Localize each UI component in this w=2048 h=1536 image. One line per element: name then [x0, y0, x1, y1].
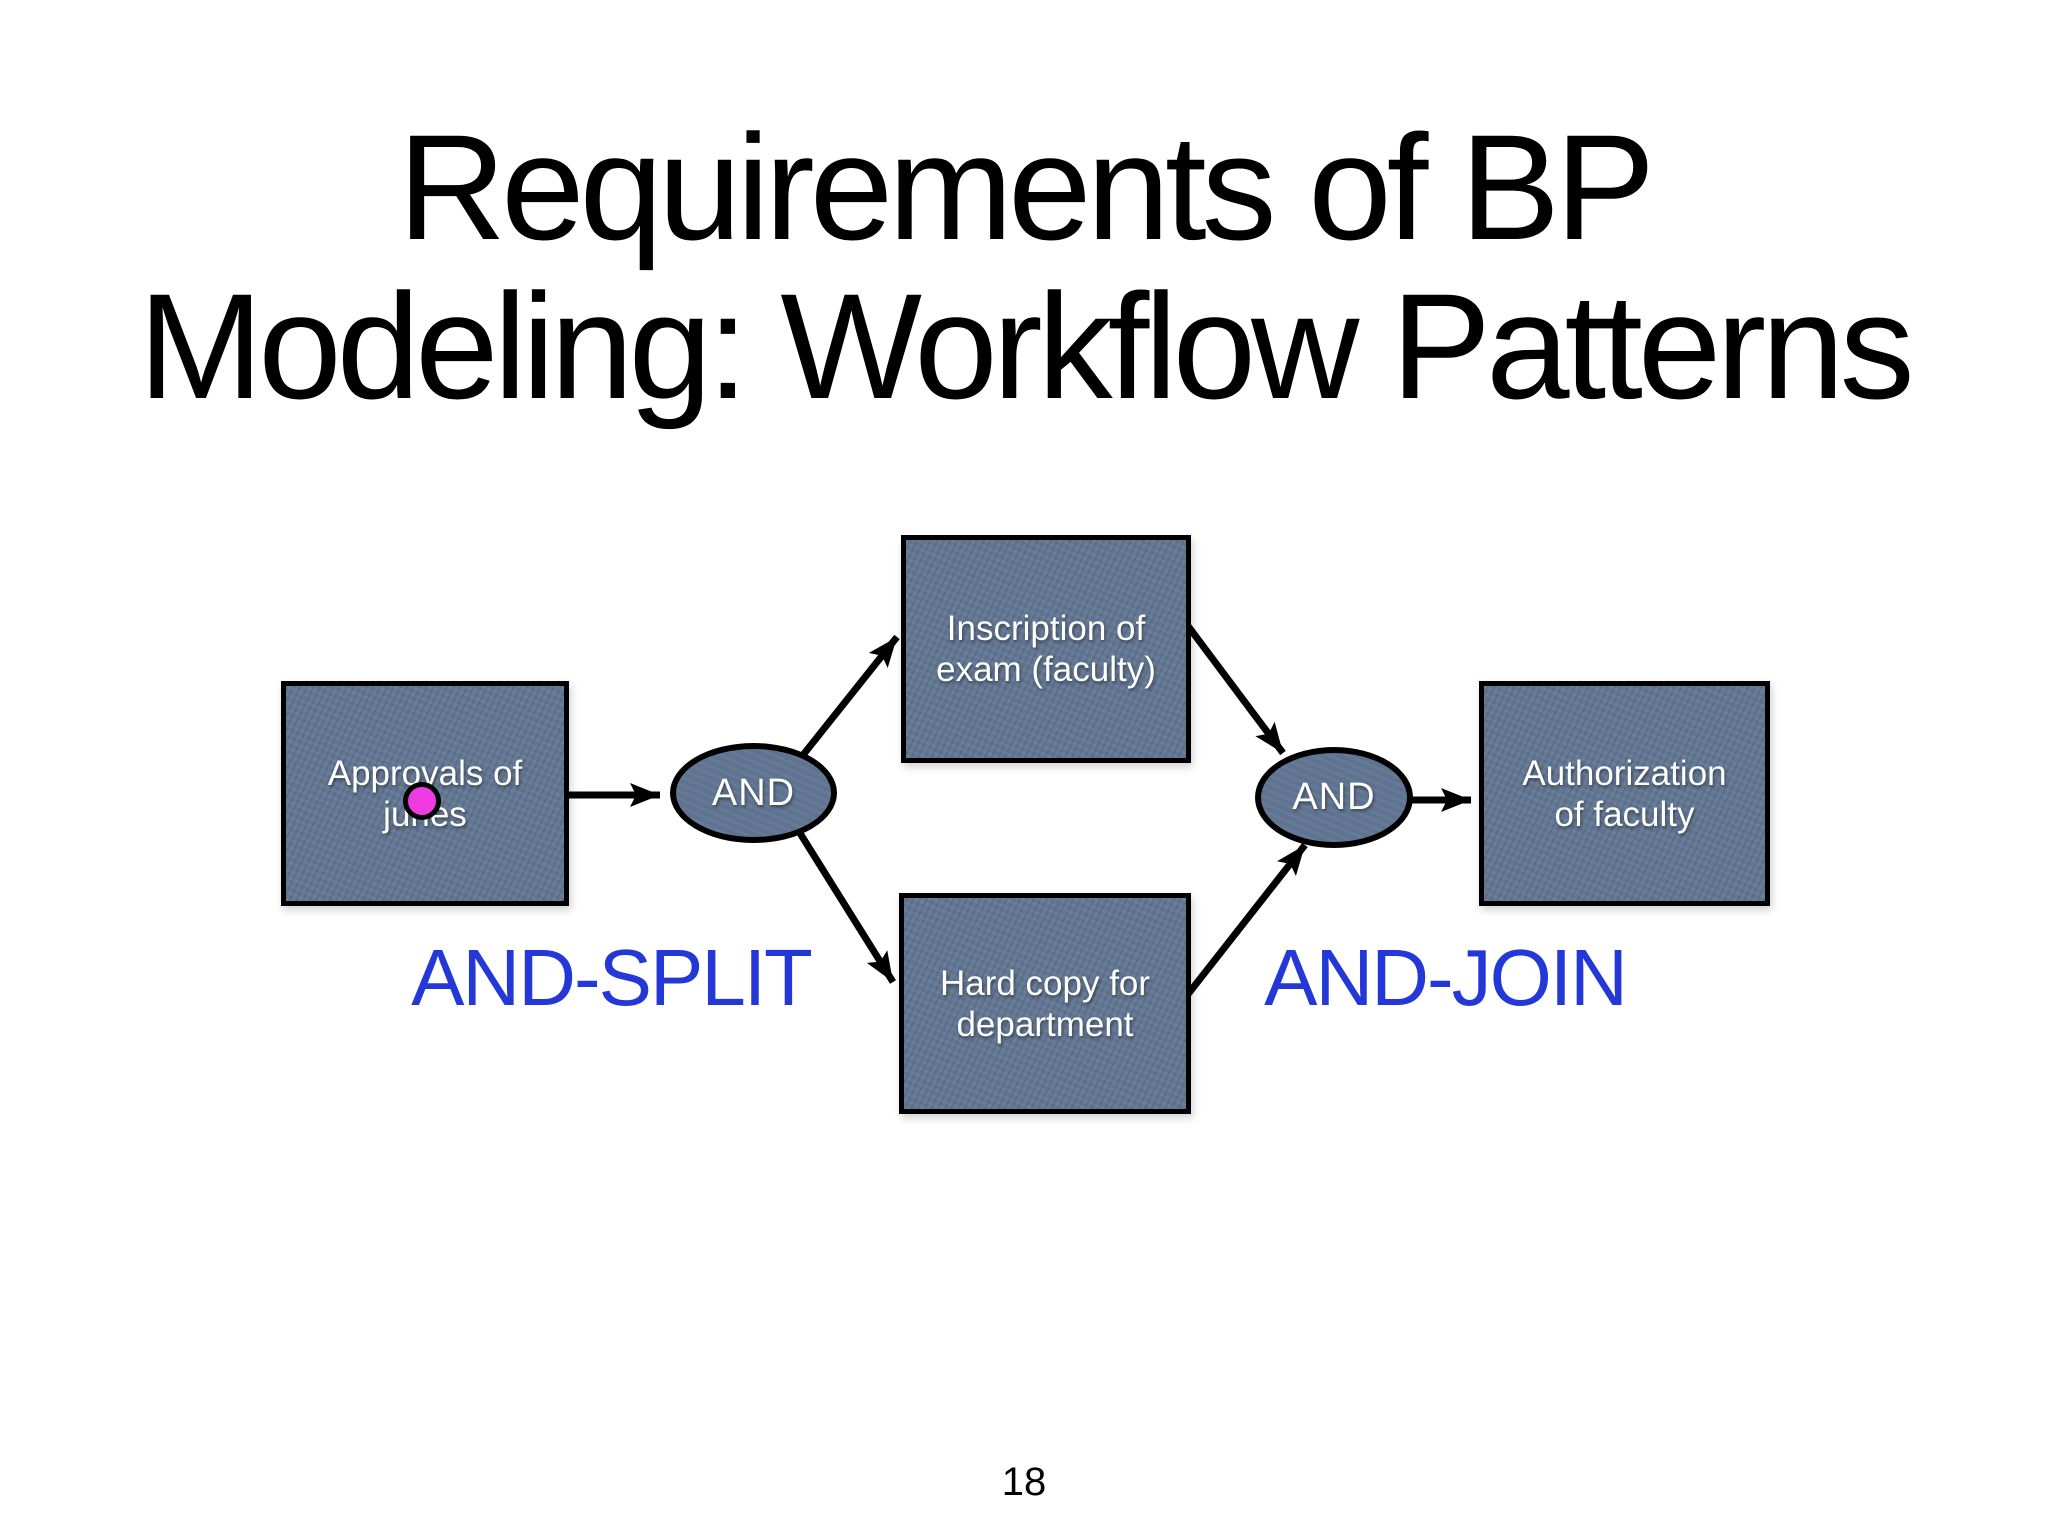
task-label-line: Hard copy for [939, 963, 1151, 1003]
and-split-annotation: AND-SPLIT [411, 933, 813, 1022]
laser-pointer-dot [403, 782, 441, 820]
slide-title: Requirements of BP Modeling: Workflow Pa… [0, 108, 2048, 426]
task-label-line: Inscription of [946, 609, 1146, 648]
gateway-label: AND [1292, 776, 1376, 818]
task-label-line: of faculty [1554, 794, 1695, 834]
slide-title-line-1: Requirements of BP [397, 103, 1655, 271]
page-number: 18 [1001, 1460, 1047, 1504]
gateway-and-join: AND [1255, 747, 1413, 848]
task-label-line: department [956, 1004, 1134, 1044]
gateway-and-split: AND [670, 743, 837, 843]
task-authorization-of-faculty: Authorization of faculty [1479, 681, 1770, 906]
arrow-inscription-to-join [1182, 619, 1286, 756]
and-join-annotation: AND-JOIN [1264, 933, 1628, 1022]
task-hard-copy-for-department: Hard copy for department [899, 893, 1191, 1114]
arrow-split-to-hardcopy [795, 828, 896, 984]
arrow-split-to-inscription [792, 634, 900, 768]
slide-title-line-2: Modeling: Workflow Patterns [138, 262, 1914, 430]
task-label-line: Authorization [1522, 753, 1727, 793]
gateway-label: AND [711, 771, 796, 814]
task-label-line: exam (faculty) [936, 650, 1156, 689]
arrow-hardcopy-to-join [1182, 842, 1308, 1001]
task-inscription-of-exam: Inscription of exam (faculty) [901, 535, 1191, 763]
